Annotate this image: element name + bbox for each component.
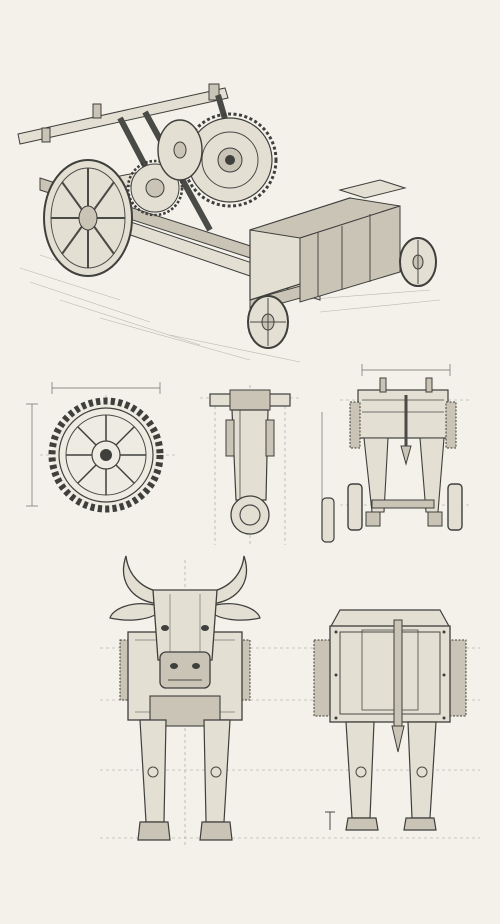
- ox-ear-right: [214, 603, 261, 621]
- front-box: [357, 389, 449, 439]
- ox-hoof-right: [199, 821, 233, 841]
- rear-wheel-small: [157, 119, 203, 181]
- ox-tail-tip: [391, 725, 405, 753]
- ox-nostril-left: [170, 663, 178, 669]
- lever-pivot-ring: [230, 495, 270, 535]
- gear-wheel-detail: [26, 382, 175, 515]
- ox-rear-body: [329, 625, 451, 723]
- handle-peg-right: [208, 83, 220, 101]
- ox-rear-elevation: [313, 609, 467, 831]
- ox-hoof-left: [137, 821, 171, 841]
- ox-muzzle: [159, 651, 211, 689]
- front-wheel-outer: [321, 497, 335, 543]
- ox-rear-rivets: [334, 630, 446, 720]
- front-leg-left: [363, 437, 389, 513]
- medium-gear: [126, 159, 184, 217]
- ox-eye-right: [201, 625, 209, 631]
- ox-ear-left: [109, 603, 156, 621]
- ox-rear-leg-left: [345, 721, 375, 819]
- cargo-boxes: [249, 179, 407, 303]
- ox-leg-right: [203, 719, 231, 823]
- cart-isometric-view: [17, 83, 441, 363]
- ox-rear-hoof-right: [403, 817, 437, 831]
- ox-rear-gear-right: [447, 639, 467, 717]
- ox-front-elevation: [100, 555, 480, 845]
- front-wheel-left: [247, 295, 289, 349]
- rear-wheel-large: [43, 159, 133, 277]
- ox-nostril-right: [192, 663, 200, 669]
- ox-rear-top: [328, 609, 452, 629]
- handle-peg-left: [41, 127, 51, 143]
- ox-rear-gear-left: [313, 639, 333, 717]
- ox-rear-leg-right: [407, 721, 437, 819]
- cart-front-elevation: [321, 364, 470, 543]
- ground-hatching: [19, 254, 441, 363]
- ox-head: [152, 589, 218, 661]
- front-axle: [371, 499, 435, 509]
- front-wheel-left-elev: [347, 483, 363, 531]
- ox-horn-left: [122, 555, 161, 605]
- front-wheel-right-elev: [447, 483, 463, 531]
- front-wheel-right: [399, 237, 437, 287]
- handle-peg-mid: [92, 103, 102, 119]
- ox-horn-right: [209, 555, 248, 605]
- large-drive-gear: [182, 112, 278, 208]
- ox-eye-left: [161, 625, 169, 631]
- lever-shaft: [231, 409, 269, 501]
- ox-leg-left: [139, 719, 167, 823]
- ox-rear-hoof-left: [345, 817, 379, 831]
- ox-tail: [393, 619, 403, 731]
- lever-arm-detail: [200, 385, 300, 545]
